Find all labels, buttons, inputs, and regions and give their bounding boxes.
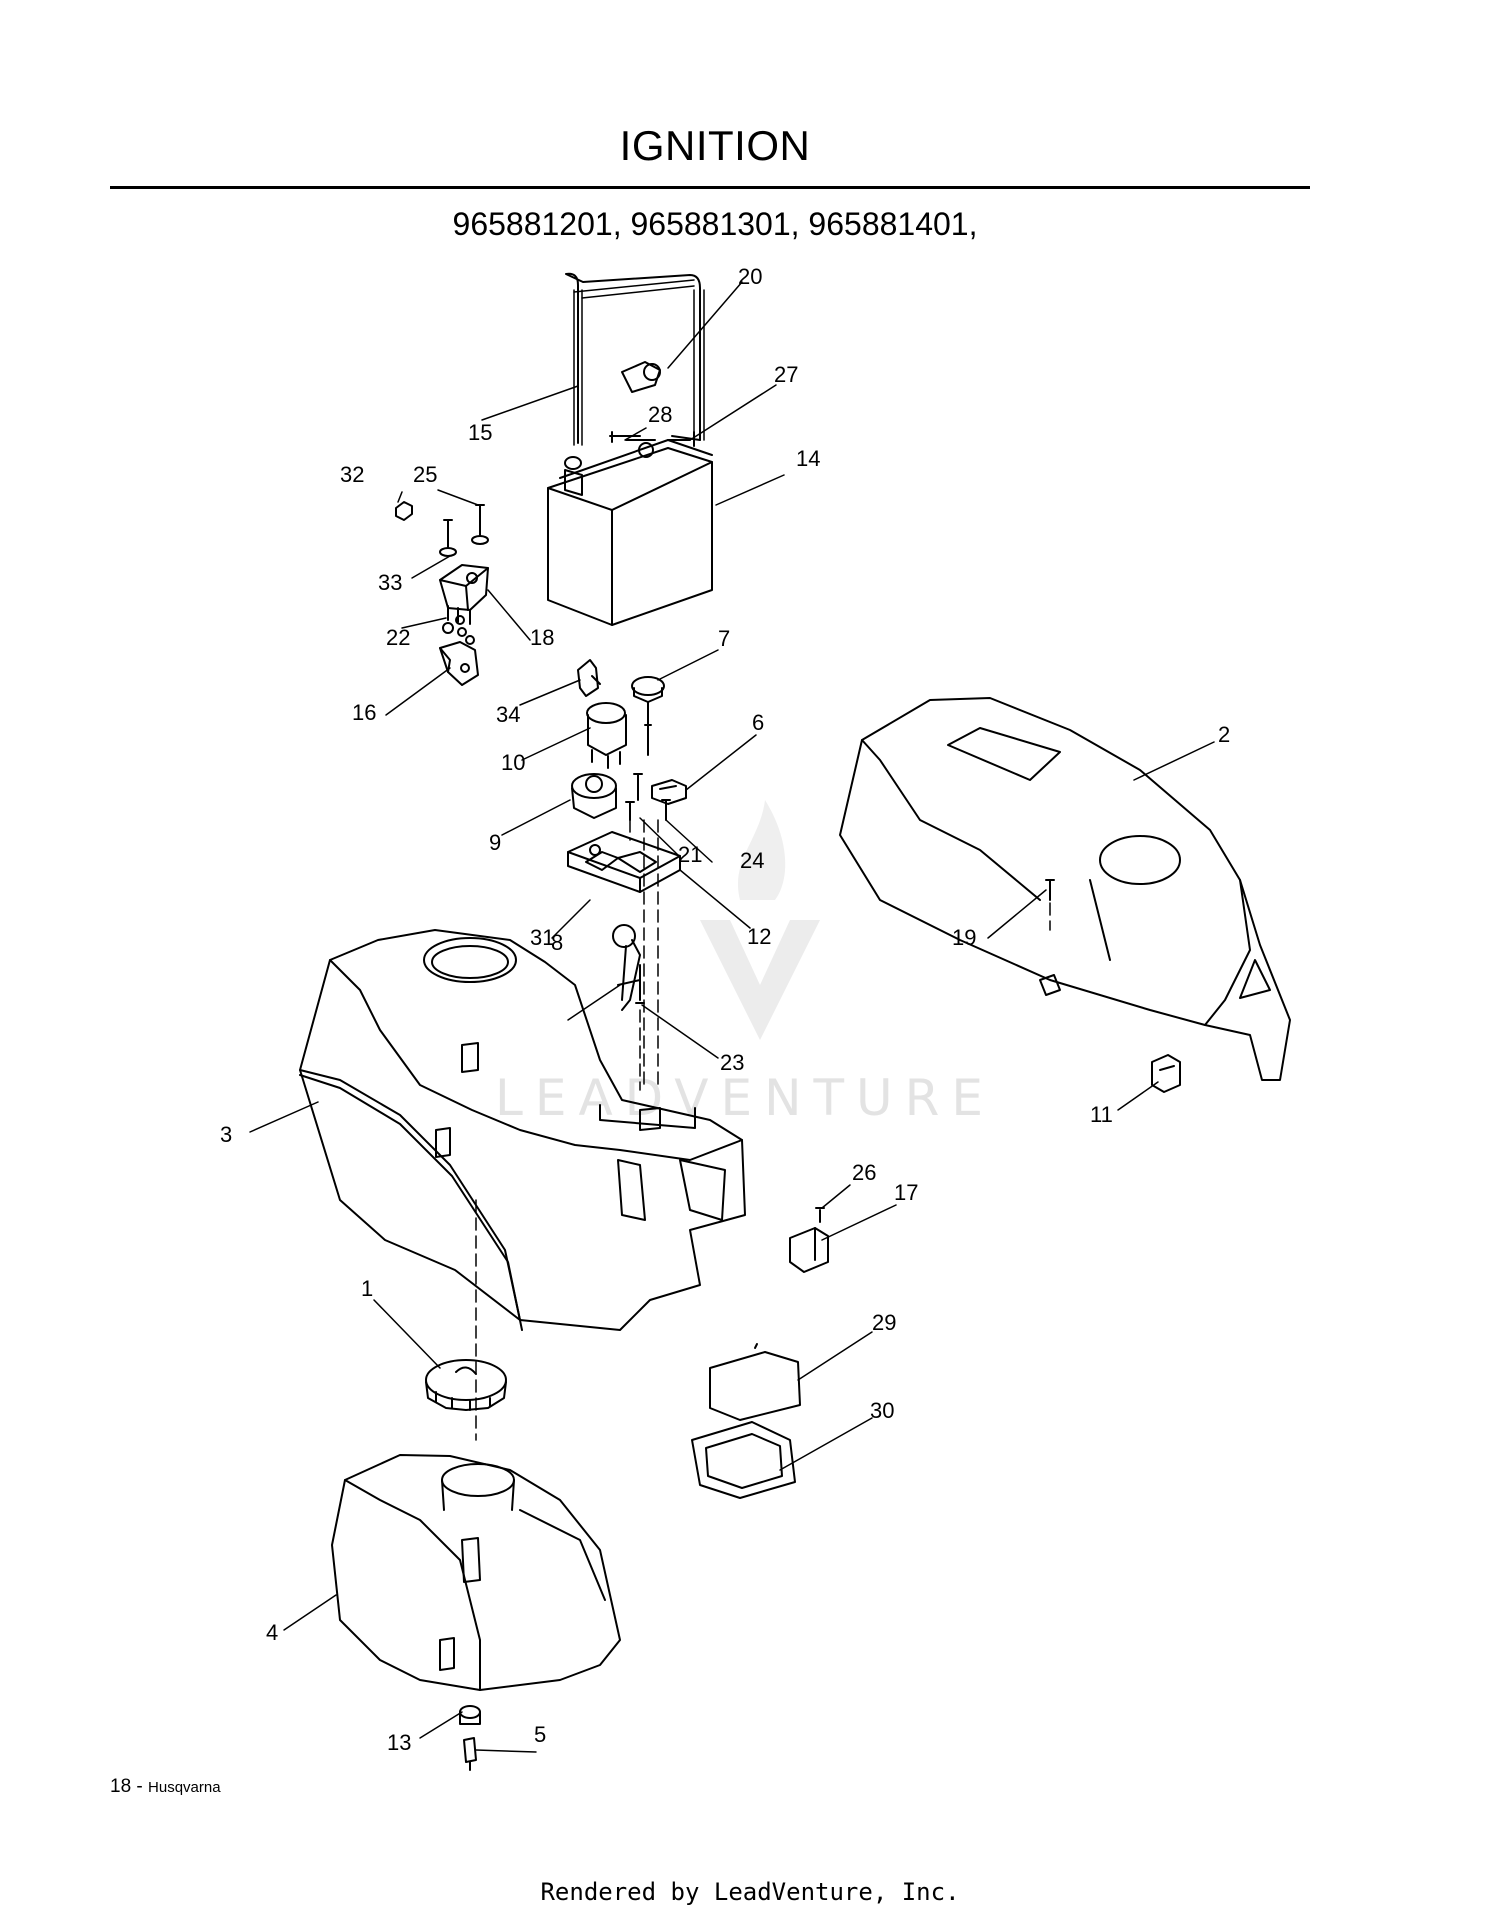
callout-13: 13 (387, 1730, 411, 1755)
watermark-text: LEADVENTURE (495, 1069, 995, 1127)
callout-18: 18 (530, 625, 554, 650)
watermark: LEADVENTURE (495, 800, 995, 1127)
terminal-boot (621, 361, 661, 393)
throttle-lever (612, 924, 641, 1011)
ignition-switch (586, 702, 627, 769)
callout-7: 7 (718, 626, 730, 651)
callout-17: 17 (894, 1180, 918, 1205)
pto-switch (651, 779, 687, 805)
page-number: 18 - (110, 1776, 143, 1797)
callout-34: 34 (496, 702, 520, 727)
right-fender (839, 697, 1291, 1081)
callout-15: 15 (468, 420, 492, 445)
solenoid (439, 564, 489, 625)
rendered-by-credit: Rendered by LeadVenture, Inc. (540, 1878, 960, 1906)
page-title: IGNITION (619, 122, 811, 169)
panel-screws (625, 773, 671, 821)
fastener (635, 964, 645, 1004)
callout-26: 26 (852, 1160, 876, 1185)
callout-30: 30 (870, 1398, 894, 1423)
tank-bushing (459, 1705, 481, 1725)
nut (395, 501, 413, 521)
wire-connector (439, 641, 479, 686)
callout-14: 14 (796, 446, 820, 471)
callout-labels: 1 2 3 4 5 6 7 8 9 10 11 12 13 14 15 16 1… (220, 264, 1230, 1755)
solenoid-nuts (442, 615, 475, 645)
callout-31: 31 (530, 925, 554, 950)
callout-25: 25 (413, 462, 437, 487)
cover-bezel (691, 1421, 796, 1499)
ignition-key (577, 659, 601, 697)
callout-1: 1 (361, 1276, 373, 1301)
hour-meter (571, 773, 617, 819)
cover-plate (709, 1343, 801, 1421)
callout-11: 11 (1090, 1102, 1113, 1127)
callout-8: 8 (551, 930, 563, 955)
title-rule (110, 186, 1310, 189)
seat-switch (1151, 1054, 1181, 1093)
callout-20: 20 (738, 264, 762, 289)
solenoid-screws (439, 504, 489, 557)
callout-21: 21 (678, 842, 702, 867)
callout-23: 23 (720, 1050, 744, 1075)
battery (547, 439, 713, 626)
leader-lines (249, 281, 1215, 1753)
callout-24: 24 (740, 848, 764, 873)
callout-9: 9 (489, 830, 501, 855)
callout-33: 33 (378, 570, 402, 595)
callout-5: 5 (534, 1722, 546, 1747)
battery-bolt (609, 431, 701, 447)
battery-cable (565, 272, 705, 446)
callout-4: 4 (266, 1620, 278, 1645)
callout-2: 2 (1218, 722, 1230, 747)
choke-knob (631, 676, 665, 756)
callout-3: 3 (220, 1122, 232, 1147)
brand-name: Husqvarna (148, 1779, 221, 1796)
fuel-tank (331, 1454, 621, 1691)
callout-29: 29 (872, 1310, 896, 1335)
fender-screw (1045, 879, 1055, 901)
switch-bracket (789, 1207, 829, 1273)
callout-6: 6 (752, 710, 764, 735)
callout-27: 27 (774, 362, 798, 387)
left-fender (299, 929, 746, 1331)
callout-32: 32 (340, 462, 364, 487)
callout-22: 22 (386, 625, 410, 650)
mounting-line (475, 819, 1051, 1441)
fuel-filter (463, 1737, 477, 1771)
model-numbers: 965881201, 965881301, 965881401, (452, 206, 978, 242)
page-footer: 18 - Husqvarna (110, 1776, 221, 1798)
callout-10: 10 (501, 750, 525, 775)
fuel-cap (425, 1359, 507, 1411)
callout-12: 12 (747, 924, 771, 949)
callout-28: 28 (648, 402, 672, 427)
callout-16: 16 (352, 700, 376, 725)
callout-19: 19 (952, 925, 976, 950)
